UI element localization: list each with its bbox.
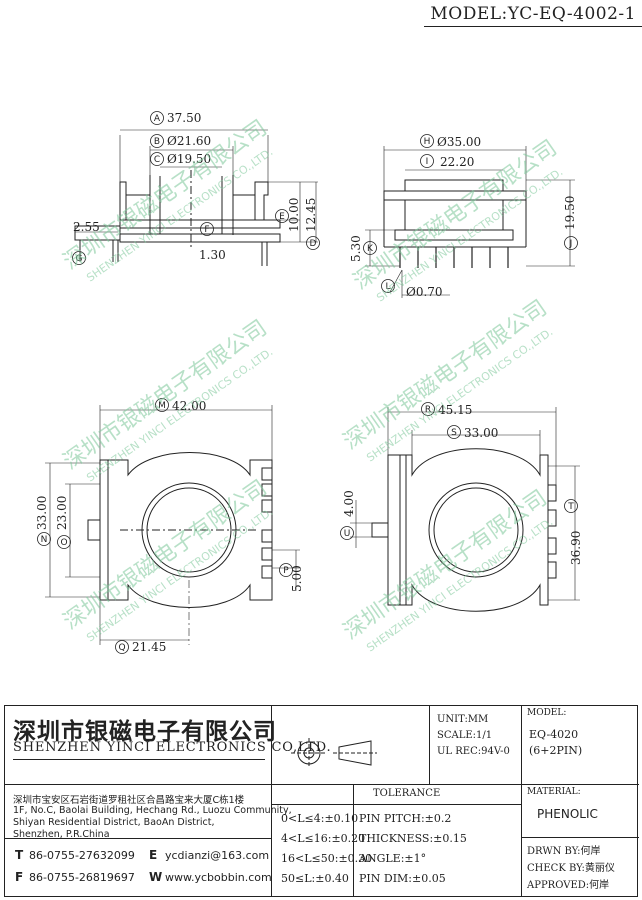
address-en-2: Shiyan Residential District, BaoAn Distr… — [13, 817, 215, 828]
material-label: MATERIAL: — [527, 787, 581, 797]
dim-d-value: 12.45 — [304, 198, 318, 232]
dim-m-value: 42.00 — [172, 399, 206, 413]
dim-e-value: 10.00 — [287, 198, 301, 232]
projection-symbol-icon — [291, 738, 377, 768]
dim-u-value: 4.00 — [342, 490, 356, 517]
unit: UNIT:MM — [437, 714, 489, 725]
tolerance-row-4: 50≤L:±0.40 — [281, 872, 349, 885]
title-block: 深圳市银磁电子有限公司 SHENZHEN YINCI ELECTRONICS C… — [4, 705, 639, 897]
dim-s-value: 33.00 — [464, 426, 498, 440]
dim-label-r: R — [425, 405, 431, 415]
dim-i-value: 22.20 — [440, 155, 474, 169]
tolerance-row-2: 4<L≤16:±0.20 — [281, 832, 366, 845]
technical-drawing: A B C D E F G H I J K L M N O P Q R S T … — [35, 111, 583, 655]
dim-q-value: 21.45 — [132, 640, 166, 654]
dim-label-j: J — [569, 239, 573, 249]
email-key: E — [149, 848, 158, 862]
dim-k-value: 5.30 — [349, 235, 363, 262]
dim-n-value: 33.00 — [35, 496, 49, 530]
dim-label-b: B — [154, 137, 160, 147]
web-value[interactable]: www.ycbobbin.com — [165, 871, 272, 884]
model-label: MODEL: — [527, 708, 567, 718]
tolerance-row-1: 0<L≤4:±0.10 — [281, 812, 359, 825]
approved-by: APPROVED:何岸 — [527, 880, 610, 891]
top-view-right — [350, 407, 580, 612]
watermark-en-2: SHENZHEN YINCI ELECTRONICS CO.,LTD. — [374, 165, 565, 304]
top-view-left — [45, 405, 300, 645]
dim-label-a: A — [154, 114, 161, 124]
watermark-en-6: SHENZHEN YINCI ELECTRONICS CO.,LTD. — [364, 515, 555, 654]
address-cn: 深圳市宝安区石岩街道罗租社区合昌路宝来大厦C栋1楼 — [13, 795, 245, 806]
dim-b-value: Ø21.60 — [167, 134, 211, 148]
watermark-cn-6: 深圳市银磁电子有限公司 — [339, 486, 552, 645]
dim-label-g: G — [76, 254, 83, 264]
dim-c-value: Ø19.50 — [167, 152, 211, 166]
dim-o-value: 23.00 — [55, 496, 69, 530]
ul-rec: UL REC:94V-0 — [437, 746, 510, 757]
material-value: PHENOLIC — [537, 807, 598, 821]
model-underline — [424, 26, 642, 27]
address-en-1: 1F, No.C, Baolai Building, Hechang Rd., … — [13, 805, 292, 816]
dim-label-p: P — [283, 566, 289, 576]
check-by: CHECK BY:黄丽仪 — [527, 863, 615, 874]
web-key: W — [149, 870, 163, 884]
watermark-en-3: SHENZHEN YINCI ELECTRONICS CO.,LTD. — [84, 345, 275, 484]
dim-label-o: O — [60, 538, 67, 548]
model-sub: (6+2PIN) — [529, 744, 583, 757]
watermark-en-5: SHENZHEN YINCI ELECTRONICS CO.,LTD. — [84, 505, 275, 644]
watermark-en-4: SHENZHEN YINCI ELECTRONICS CO.,LTD. — [364, 325, 555, 464]
watermark-en-1: SHENZHEN YINCI ELECTRONICS CO.,LTD. — [84, 145, 275, 284]
pin-tolerance-4: PIN DIM:±0.05 — [359, 872, 446, 885]
dim-t-value: 36.90 — [569, 531, 583, 565]
side-view-left — [74, 129, 318, 266]
dim-label-s: S — [451, 428, 457, 438]
company-name-cn: 深圳市银磁电子有限公司 — [13, 719, 277, 745]
dim-label-u: U — [344, 529, 351, 539]
dim-g-value: 2.55 — [73, 220, 100, 234]
phone-value[interactable]: 86-0755-27632099 — [29, 849, 135, 862]
model-title: MODEL:YC-EQ-4002-1 — [430, 4, 636, 24]
dim-label-c: C — [154, 155, 160, 165]
dim-label-m: M — [158, 401, 166, 411]
tolerance-row-3: 16<L≤50:±0.30 — [281, 852, 373, 865]
dim-label-d: D — [310, 239, 317, 249]
address-en-3: Shenzhen, P.R.China — [13, 829, 110, 840]
fax-key: F — [15, 870, 24, 884]
dim-r-value: 45.15 — [438, 403, 472, 417]
dim-l-value: Ø0.70 — [406, 285, 443, 299]
watermark: 深圳市银磁电子有限公司 SHENZHEN YINCI ELECTRONICS C… — [59, 116, 565, 655]
watermark-cn-4: 深圳市银磁电子有限公司 — [339, 296, 552, 455]
model-value: EQ-4020 — [529, 728, 579, 741]
dim-label-n: N — [41, 535, 48, 545]
tolerance-label: TOLERANCE — [373, 788, 441, 799]
dim-p-value: 5.00 — [290, 565, 304, 592]
dim-label-h: H — [424, 137, 431, 147]
dim-h-value: Ø35.00 — [437, 135, 481, 149]
dim-label-i: I — [426, 157, 429, 167]
email-value[interactable]: ycdianzi@163.com — [165, 849, 270, 862]
dim-label-f: F — [204, 225, 209, 235]
phone-key: T — [15, 848, 24, 862]
fax-value[interactable]: 86-0755-26819697 — [29, 871, 135, 884]
dim-j-value: 19.50 — [563, 196, 577, 230]
drawn-by: DRWN BY:何岸 — [527, 846, 601, 857]
dim-label-e: E — [279, 212, 285, 222]
dim-label-t: T — [567, 502, 574, 512]
watermark-cn-5: 深圳市银磁电子有限公司 — [59, 476, 272, 635]
pin-tolerance-2: THICKNESS:±0.15 — [359, 832, 467, 845]
company-name-en: SHENZHEN YINCI ELECTRONICS CO,LTD. — [13, 740, 332, 755]
dim-a-value: 37.50 — [167, 111, 201, 125]
pin-tolerance-3: ANGLE:±1° — [359, 852, 427, 865]
dim-label-k: K — [367, 244, 374, 254]
dim-label-l: L — [385, 282, 390, 292]
scale: SCALE:1/1 — [437, 730, 493, 741]
dim-f-value: 1.30 — [199, 248, 226, 262]
pin-tolerance-1: PIN PITCH:±0.2 — [359, 812, 452, 825]
dim-label-q: Q — [118, 643, 125, 653]
side-view-right — [365, 146, 575, 298]
watermark-cn-3: 深圳市银磁电子有限公司 — [59, 316, 272, 475]
